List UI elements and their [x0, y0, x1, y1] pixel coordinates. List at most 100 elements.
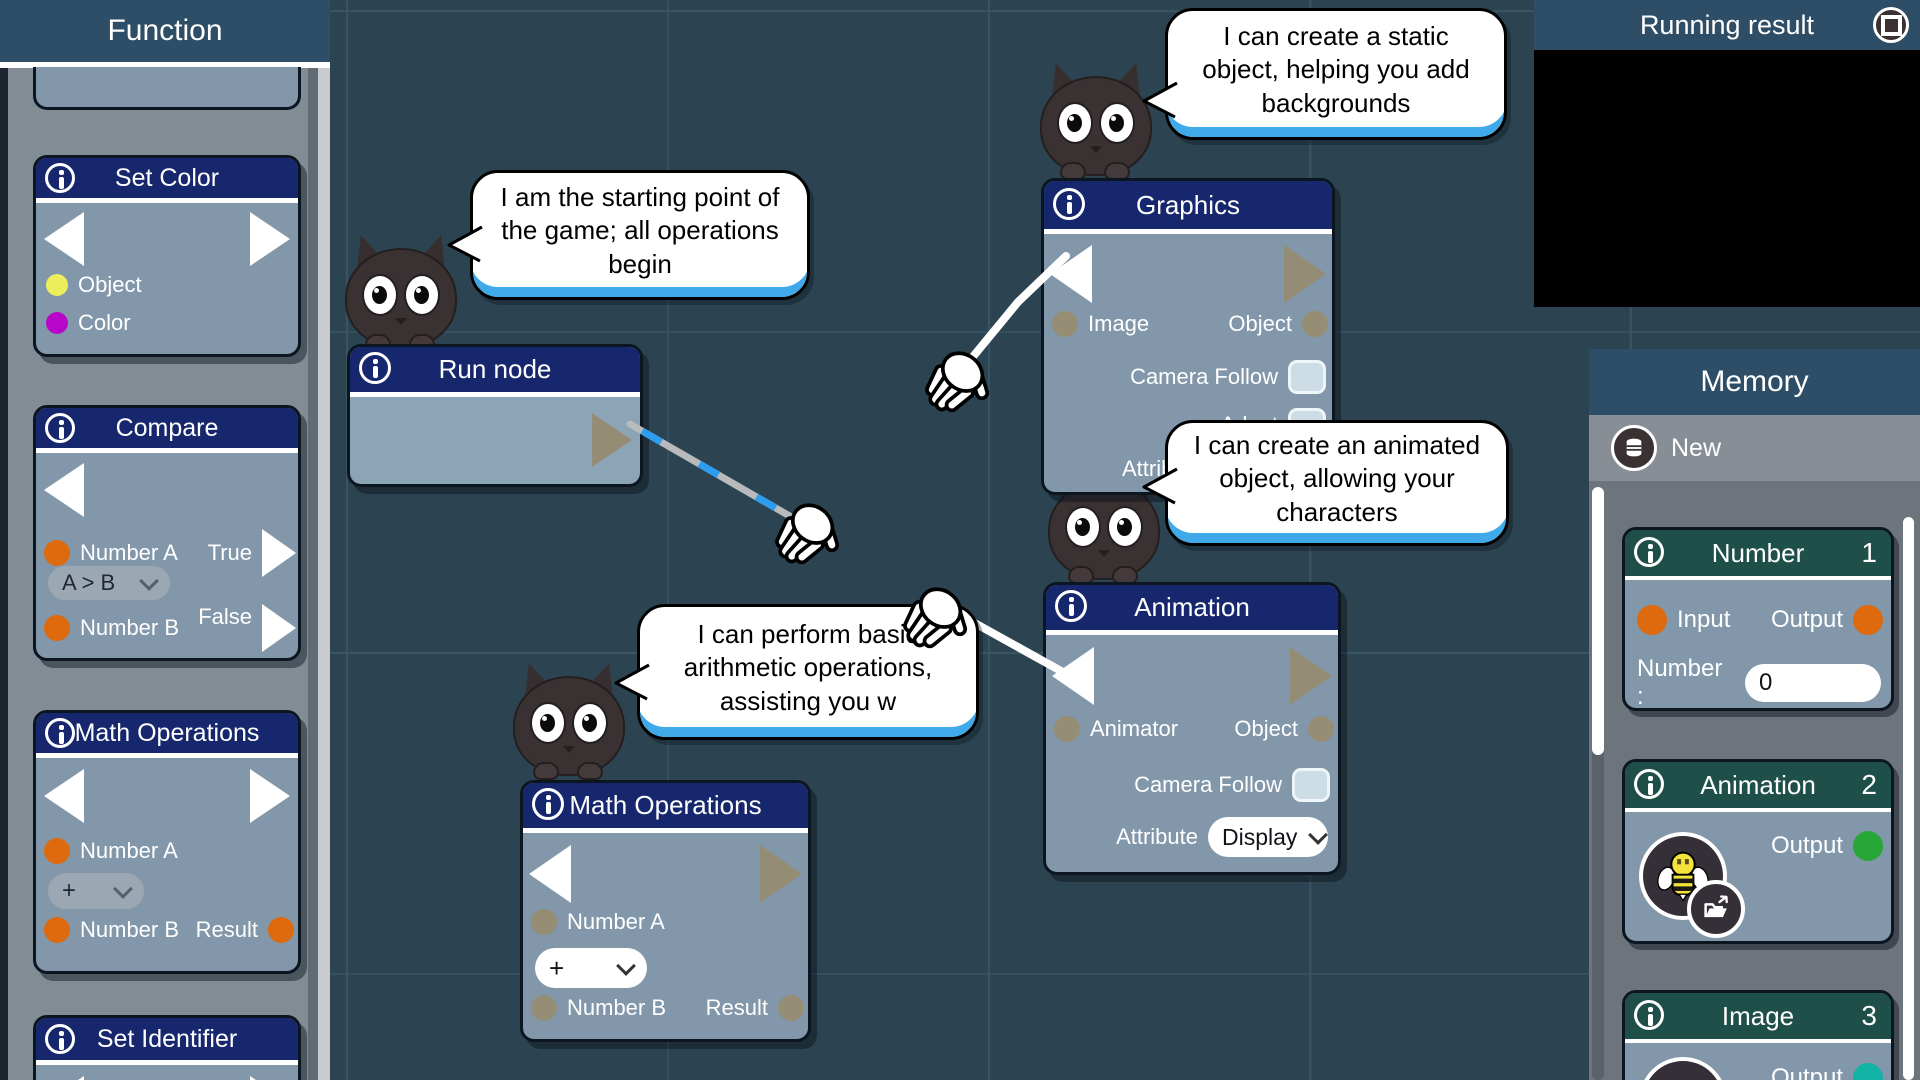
info-icon[interactable]: [45, 413, 75, 443]
card-header[interactable]: Number 1: [1625, 530, 1891, 580]
sidebar-scrollbar-thumb[interactable]: [318, 68, 330, 1080]
flow-out-arrow[interactable]: [1284, 245, 1326, 303]
flow-in-arrow[interactable]: [44, 1076, 84, 1080]
node-graphics-header[interactable]: Graphics: [1044, 181, 1332, 234]
info-icon[interactable]: [45, 163, 75, 193]
node-header[interactable]: Set Color: [36, 158, 298, 203]
port-image[interactable]: [1052, 311, 1078, 337]
flow-out-arrow[interactable]: [592, 413, 632, 467]
info-icon[interactable]: [45, 1024, 75, 1054]
sidebar-scrollbar-track[interactable]: [308, 68, 318, 1080]
port-output[interactable]: [1853, 831, 1883, 861]
flow-in-arrow[interactable]: [44, 463, 84, 517]
port-output[interactable]: [1853, 1063, 1883, 1080]
flow-in-arrow[interactable]: [1052, 647, 1094, 705]
flow-out-arrow[interactable]: [760, 845, 802, 903]
flow-out-arrow[interactable]: [250, 1076, 290, 1080]
attribute-dropdown[interactable]: Display: [1208, 817, 1329, 857]
port-result[interactable]: [268, 917, 294, 943]
port-number-a[interactable]: [44, 838, 70, 864]
comparison-dropdown[interactable]: A > B: [48, 566, 170, 600]
port-result[interactable]: [778, 995, 804, 1021]
camera-follow-checkbox[interactable]: [1288, 360, 1326, 394]
memory-card-animation[interactable]: Animation 2 Output: [1622, 759, 1894, 944]
port-number-a[interactable]: [531, 909, 557, 935]
port-label: Animator: [1090, 716, 1179, 741]
port-object[interactable]: [46, 274, 68, 296]
operator-dropdown[interactable]: +: [535, 948, 647, 988]
operator-dropdown[interactable]: +: [48, 873, 144, 909]
flow-out-arrow[interactable]: [1290, 647, 1332, 705]
node-header[interactable]: Math Operations: [36, 713, 298, 758]
info-icon[interactable]: [359, 352, 391, 384]
bubble-tail: [1142, 81, 1178, 119]
info-icon[interactable]: [532, 788, 564, 820]
info-icon[interactable]: [45, 718, 75, 748]
info-icon[interactable]: [1053, 188, 1085, 220]
memory-card-number[interactable]: Number 1 Input Output Number :: [1622, 527, 1894, 711]
node-math-header[interactable]: Math Operations: [523, 783, 808, 833]
cat-eye: [1065, 506, 1101, 548]
speech-bubble-graphics: I can create a static object, helping yo…: [1142, 8, 1507, 140]
bubble-text: I am the starting point of the game; all…: [500, 182, 780, 279]
new-memory-button[interactable]: New: [1589, 415, 1920, 481]
flow-in-arrow[interactable]: [44, 212, 84, 266]
cat-paw: [533, 762, 559, 780]
cat-mascot-graphics: [1038, 57, 1154, 180]
port-number-b[interactable]: [44, 917, 70, 943]
cat-eye: [404, 274, 440, 316]
port-color[interactable]: [46, 312, 68, 334]
open-file-button[interactable]: [1687, 880, 1745, 938]
card-header[interactable]: Animation 2: [1625, 762, 1891, 812]
bee-sprite-icon: [1657, 851, 1709, 902]
sidebar-edge: [0, 68, 8, 1080]
port-output[interactable]: [1853, 605, 1883, 635]
memory-card-image[interactable]: Image 3 Output: [1622, 990, 1894, 1080]
port-label: Number B: [567, 995, 667, 1020]
number-value-input[interactable]: [1745, 664, 1881, 702]
node-math-operations[interactable]: Math Operations Number A + Number B Resu…: [520, 780, 811, 1042]
info-icon[interactable]: [1634, 1000, 1664, 1030]
label-false: False: [198, 604, 252, 629]
panel-title: Running result: [1639, 9, 1815, 40]
port-object[interactable]: [1308, 716, 1334, 742]
bubble-tail: [447, 225, 483, 263]
label-output: Output: [1770, 832, 1843, 859]
flow-out-arrow-false[interactable]: [262, 604, 296, 652]
node-header[interactable]: Compare: [36, 408, 298, 453]
port-object[interactable]: [1302, 311, 1328, 337]
template-node-set-color[interactable]: Set Color Object Color: [33, 155, 301, 357]
flow-in-arrow[interactable]: [44, 769, 84, 823]
info-icon[interactable]: [1634, 537, 1664, 567]
memory-scrollbar-thumb-left[interactable]: [1592, 487, 1604, 755]
port-animator[interactable]: [1054, 716, 1080, 742]
stop-button[interactable]: [1873, 7, 1909, 43]
cat-nose: [563, 746, 575, 753]
port-number-b[interactable]: [44, 615, 70, 641]
flow-in-arrow[interactable]: [529, 845, 571, 903]
template-node-compare[interactable]: Compare Number A True A > B Number B Fal…: [33, 405, 301, 661]
bubble-text: I can create a static object, helping yo…: [1202, 21, 1470, 118]
info-icon[interactable]: [1055, 590, 1087, 622]
info-icon[interactable]: [1634, 769, 1664, 799]
camera-follow-checkbox[interactable]: [1292, 768, 1330, 802]
template-node-math-operations[interactable]: Math Operations Number A + Number B Resu…: [33, 710, 301, 974]
memory-scrollbar-thumb-right[interactable]: [1903, 517, 1914, 1080]
flow-out-arrow-true[interactable]: [262, 529, 296, 577]
node-animation-header[interactable]: Animation: [1046, 585, 1338, 635]
node-partial[interactable]: [33, 67, 301, 110]
flow-out-arrow[interactable]: [250, 212, 290, 266]
label-true: True: [207, 540, 252, 565]
template-node-set-identifier[interactable]: Set Identifier: [33, 1015, 301, 1080]
node-header[interactable]: Set Identifier: [36, 1018, 298, 1065]
node-run-header[interactable]: Run node: [350, 347, 640, 397]
card-header[interactable]: Image 3: [1625, 993, 1891, 1043]
flow-out-arrow[interactable]: [250, 769, 290, 823]
port-number-a[interactable]: [44, 540, 70, 566]
node-animation[interactable]: Animation Animator Object Camera Follow …: [1043, 582, 1341, 875]
node-run[interactable]: Run node: [347, 344, 643, 487]
flow-in-arrow[interactable]: [1050, 245, 1092, 303]
port-input[interactable]: [1637, 605, 1667, 635]
port-number-b[interactable]: [531, 995, 557, 1021]
cat-eye: [1099, 102, 1135, 144]
